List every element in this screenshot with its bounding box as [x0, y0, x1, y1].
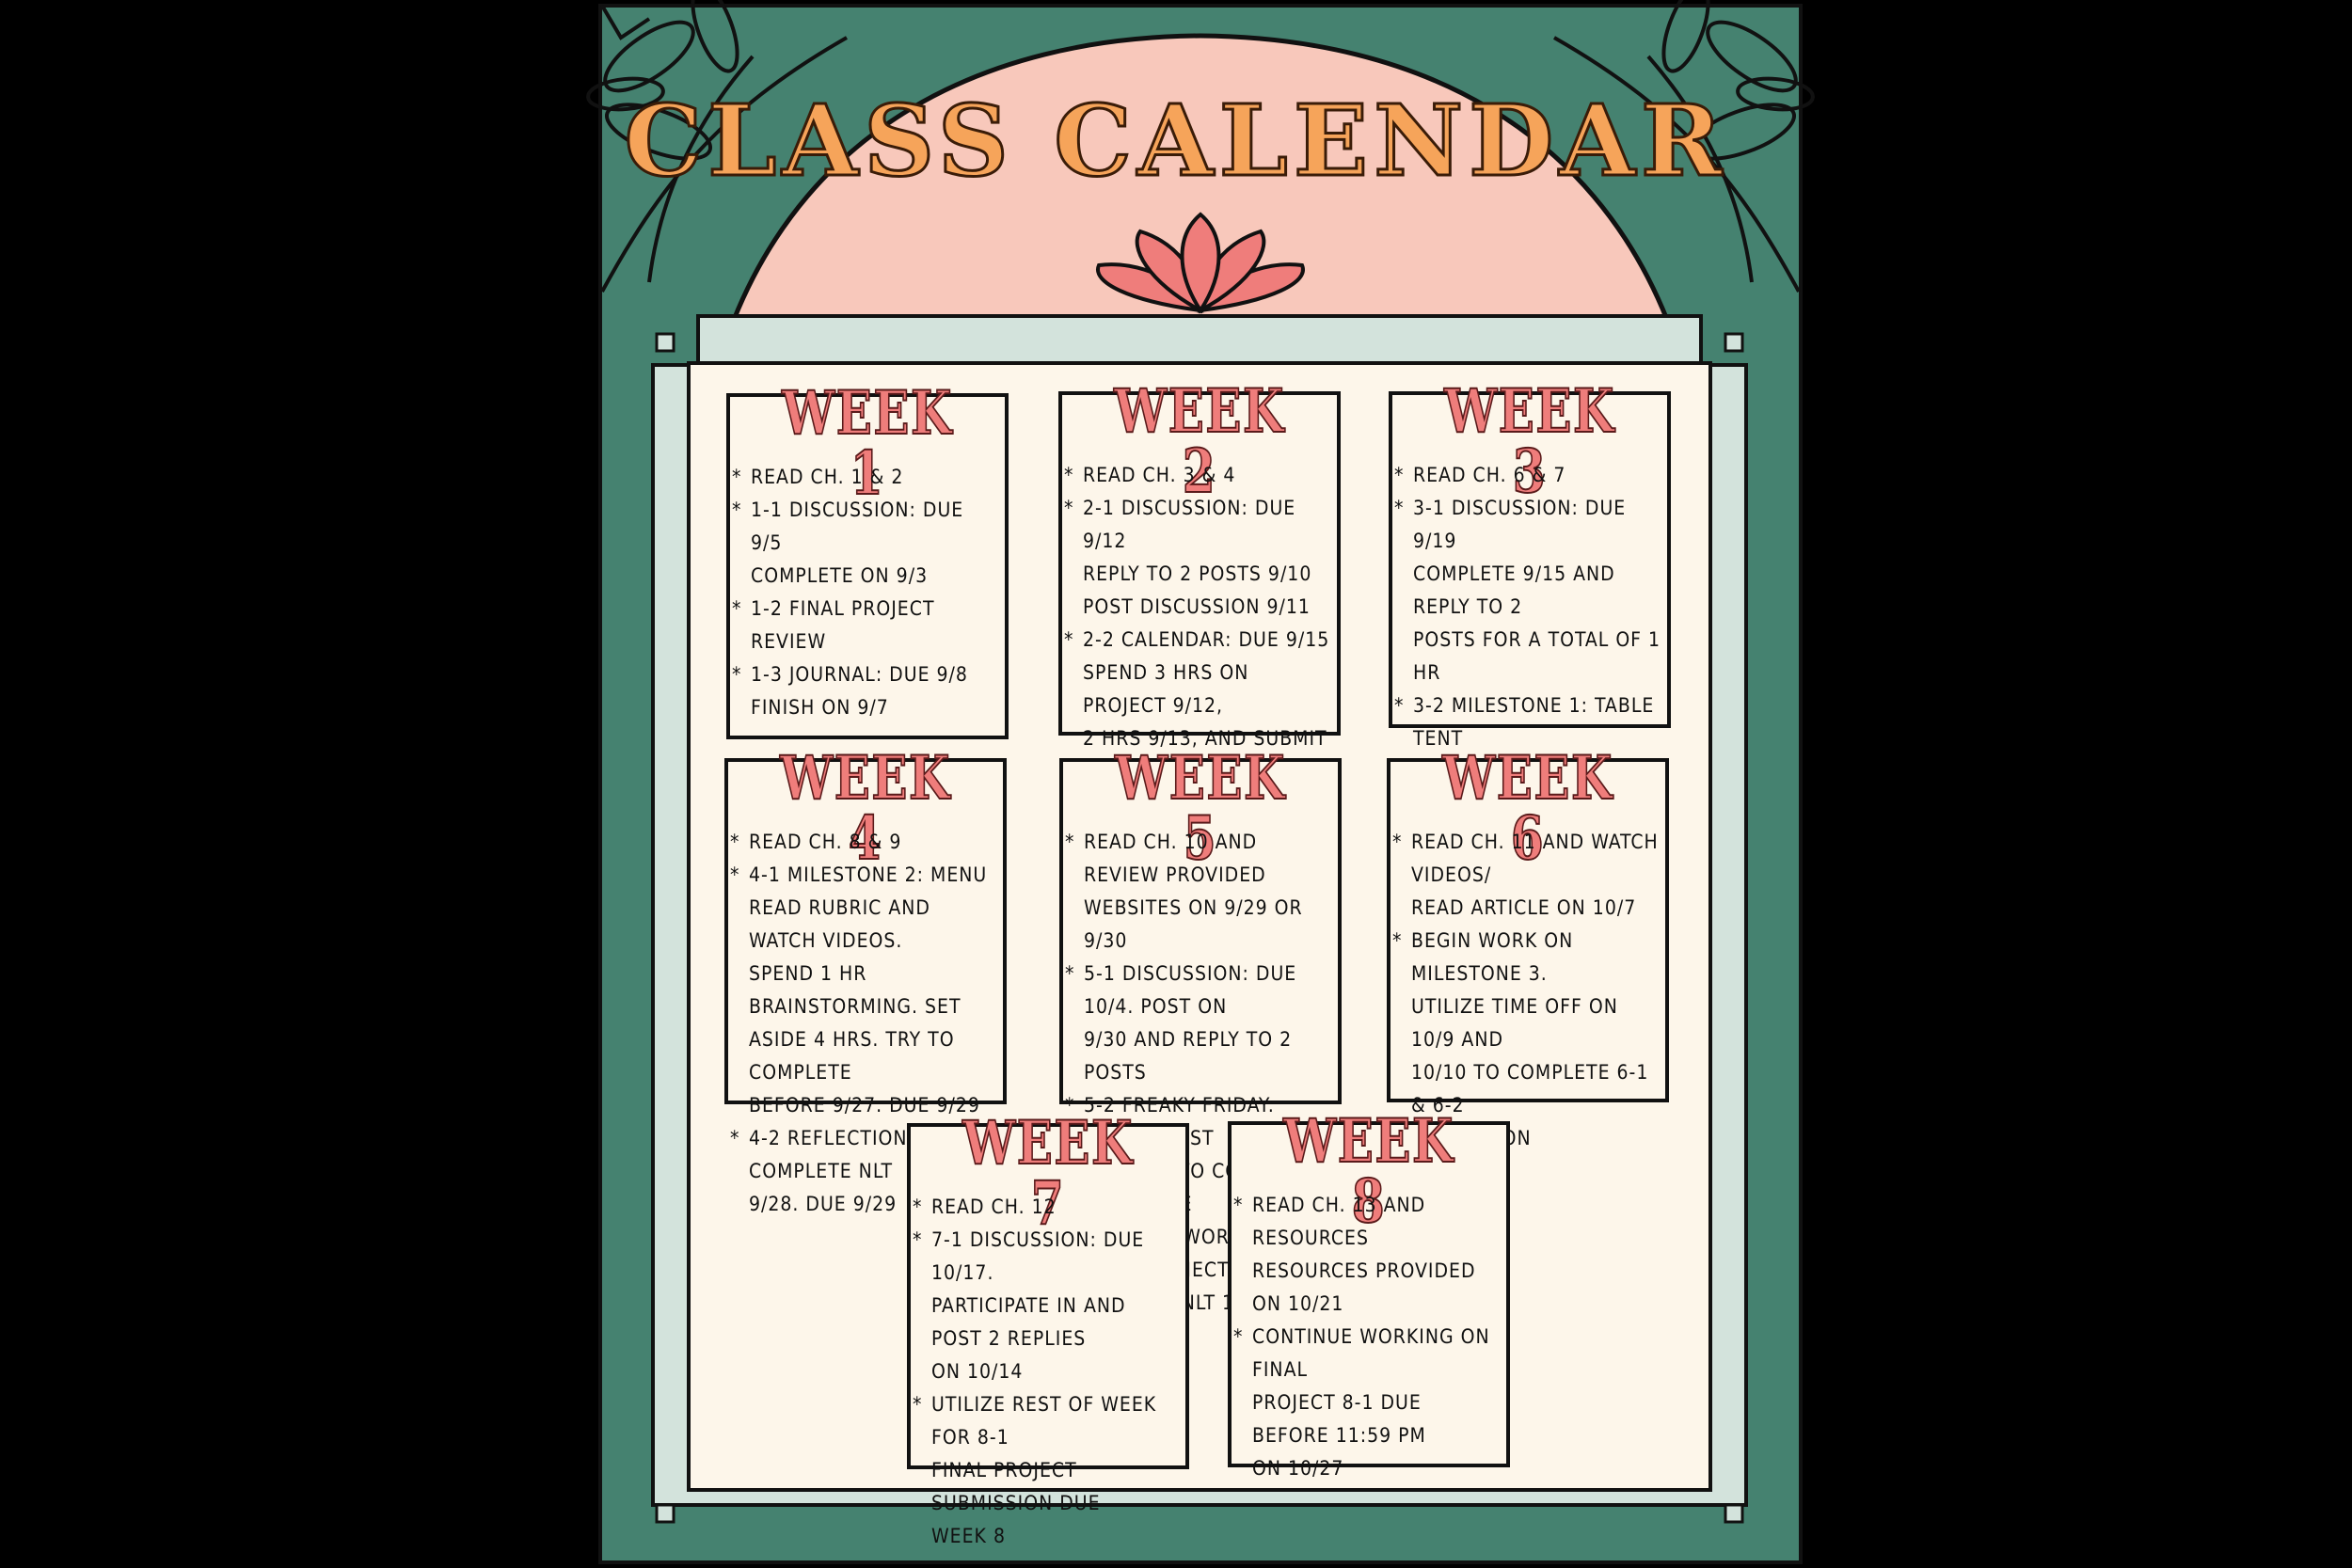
week-card-1: WEEK 1READ CH. 1 & 21-1 DISCUSSION: DUE …	[726, 383, 1009, 739]
week-task-list: READ CH. 127-1 DISCUSSION: DUE 10/17. PA…	[911, 1191, 1182, 1553]
lotus-icon	[1096, 212, 1305, 314]
task-item: 7-1 DISCUSSION: DUE 10/17. PARTICIPATE I…	[911, 1224, 1182, 1388]
task-item: READ CH. 3 & 4	[1062, 459, 1333, 492]
task-item: READ CH. 13 AND RESOURCES RESOURCES PROV…	[1232, 1189, 1502, 1321]
week-task-list: READ CH. 8 & 94-1 MILESTONE 2: MENU READ…	[728, 826, 999, 1221]
task-item: 1-2 FINAL PROJECT REVIEW	[730, 593, 1001, 658]
week-card-2: WEEK 2READ CH. 3 & 42-1 DISCUSSION: DUE …	[1058, 381, 1341, 783]
task-item: READ CH. 10 AND REVIEW PROVIDED WEBSITES…	[1063, 826, 1334, 958]
task-item: 1-1 DISCUSSION: DUE 9/5 COMPLETE ON 9/3	[730, 494, 1001, 593]
week-card-5: WEEK 5READ CH. 10 AND REVIEW PROVIDED WE…	[1059, 748, 1342, 1314]
week-task-list: READ CH. 3 & 42-1 DISCUSSION: DUE 9/12 R…	[1062, 459, 1333, 788]
week-title: WEEK 3	[1443, 376, 1615, 507]
week-card-7: WEEK 7READ CH. 127-1 DISCUSSION: DUE 10/…	[907, 1113, 1189, 1547]
pink-arch	[730, 33, 1671, 323]
week-card-6: WEEK 6READ CH. 11 AND WATCH VIDEOS/ READ…	[1387, 748, 1669, 1149]
week-card-8: WEEK 8READ CH. 13 AND RESOURCES RESOURCE…	[1228, 1111, 1510, 1480]
week-task-list: READ CH. 1 & 21-1 DISCUSSION: DUE 9/5 CO…	[730, 461, 1001, 724]
task-item: READ CH. 8 & 9	[728, 826, 999, 859]
task-item: 4-2 REFLECTION: COMPLETE NLT 9/28. DUE 9…	[728, 1122, 999, 1221]
week-task-list: READ CH. 13 AND RESOURCES RESOURCES PROV…	[1232, 1189, 1502, 1485]
week-card-4: WEEK 4READ CH. 8 & 94-1 MILESTONE 2: MEN…	[724, 748, 1007, 1215]
corner-squares	[655, 332, 1744, 1524]
task-item: READ CH. 11 AND WATCH VIDEOS/ READ ARTIC…	[1391, 826, 1661, 925]
task-item: 1-3 JOURNAL: DUE 9/8 FINISH ON 9/7	[730, 658, 1001, 724]
page-title: CLASS CALENDAR	[623, 83, 1728, 198]
task-item: READ CH. 1 & 2	[730, 461, 1001, 494]
task-item: READ CH. 6 & 7	[1392, 459, 1663, 492]
task-item: UTILIZE REST OF WEEK FOR 8-1 FINAL PROJE…	[911, 1388, 1182, 1553]
task-item: 2-1 DISCUSSION: DUE 9/12 REPLY TO 2 POST…	[1062, 492, 1333, 624]
task-item: 4-1 MILESTONE 2: MENU READ RUBRIC AND WA…	[728, 859, 999, 1122]
task-item: 5-1 DISCUSSION: DUE 10/4. POST ON 9/30 A…	[1063, 958, 1334, 1089]
week-card-3: WEEK 3READ CH. 6 & 73-1 DISCUSSION: DUE …	[1389, 381, 1671, 914]
task-item: READ CH. 12	[911, 1191, 1182, 1224]
task-item: CONTINUE WORKING ON FINAL PROJECT 8-1 DU…	[1232, 1321, 1502, 1485]
corner-leaves-left	[586, 0, 848, 293]
task-item: 2-2 CALENDAR: DUE 9/15 SPEND 3 HRS ON PR…	[1062, 624, 1333, 788]
task-item: 3-1 DISCUSSION: DUE 9/19 COMPLETE 9/15 A…	[1392, 492, 1663, 689]
corner-leaves-right	[1553, 0, 1815, 293]
